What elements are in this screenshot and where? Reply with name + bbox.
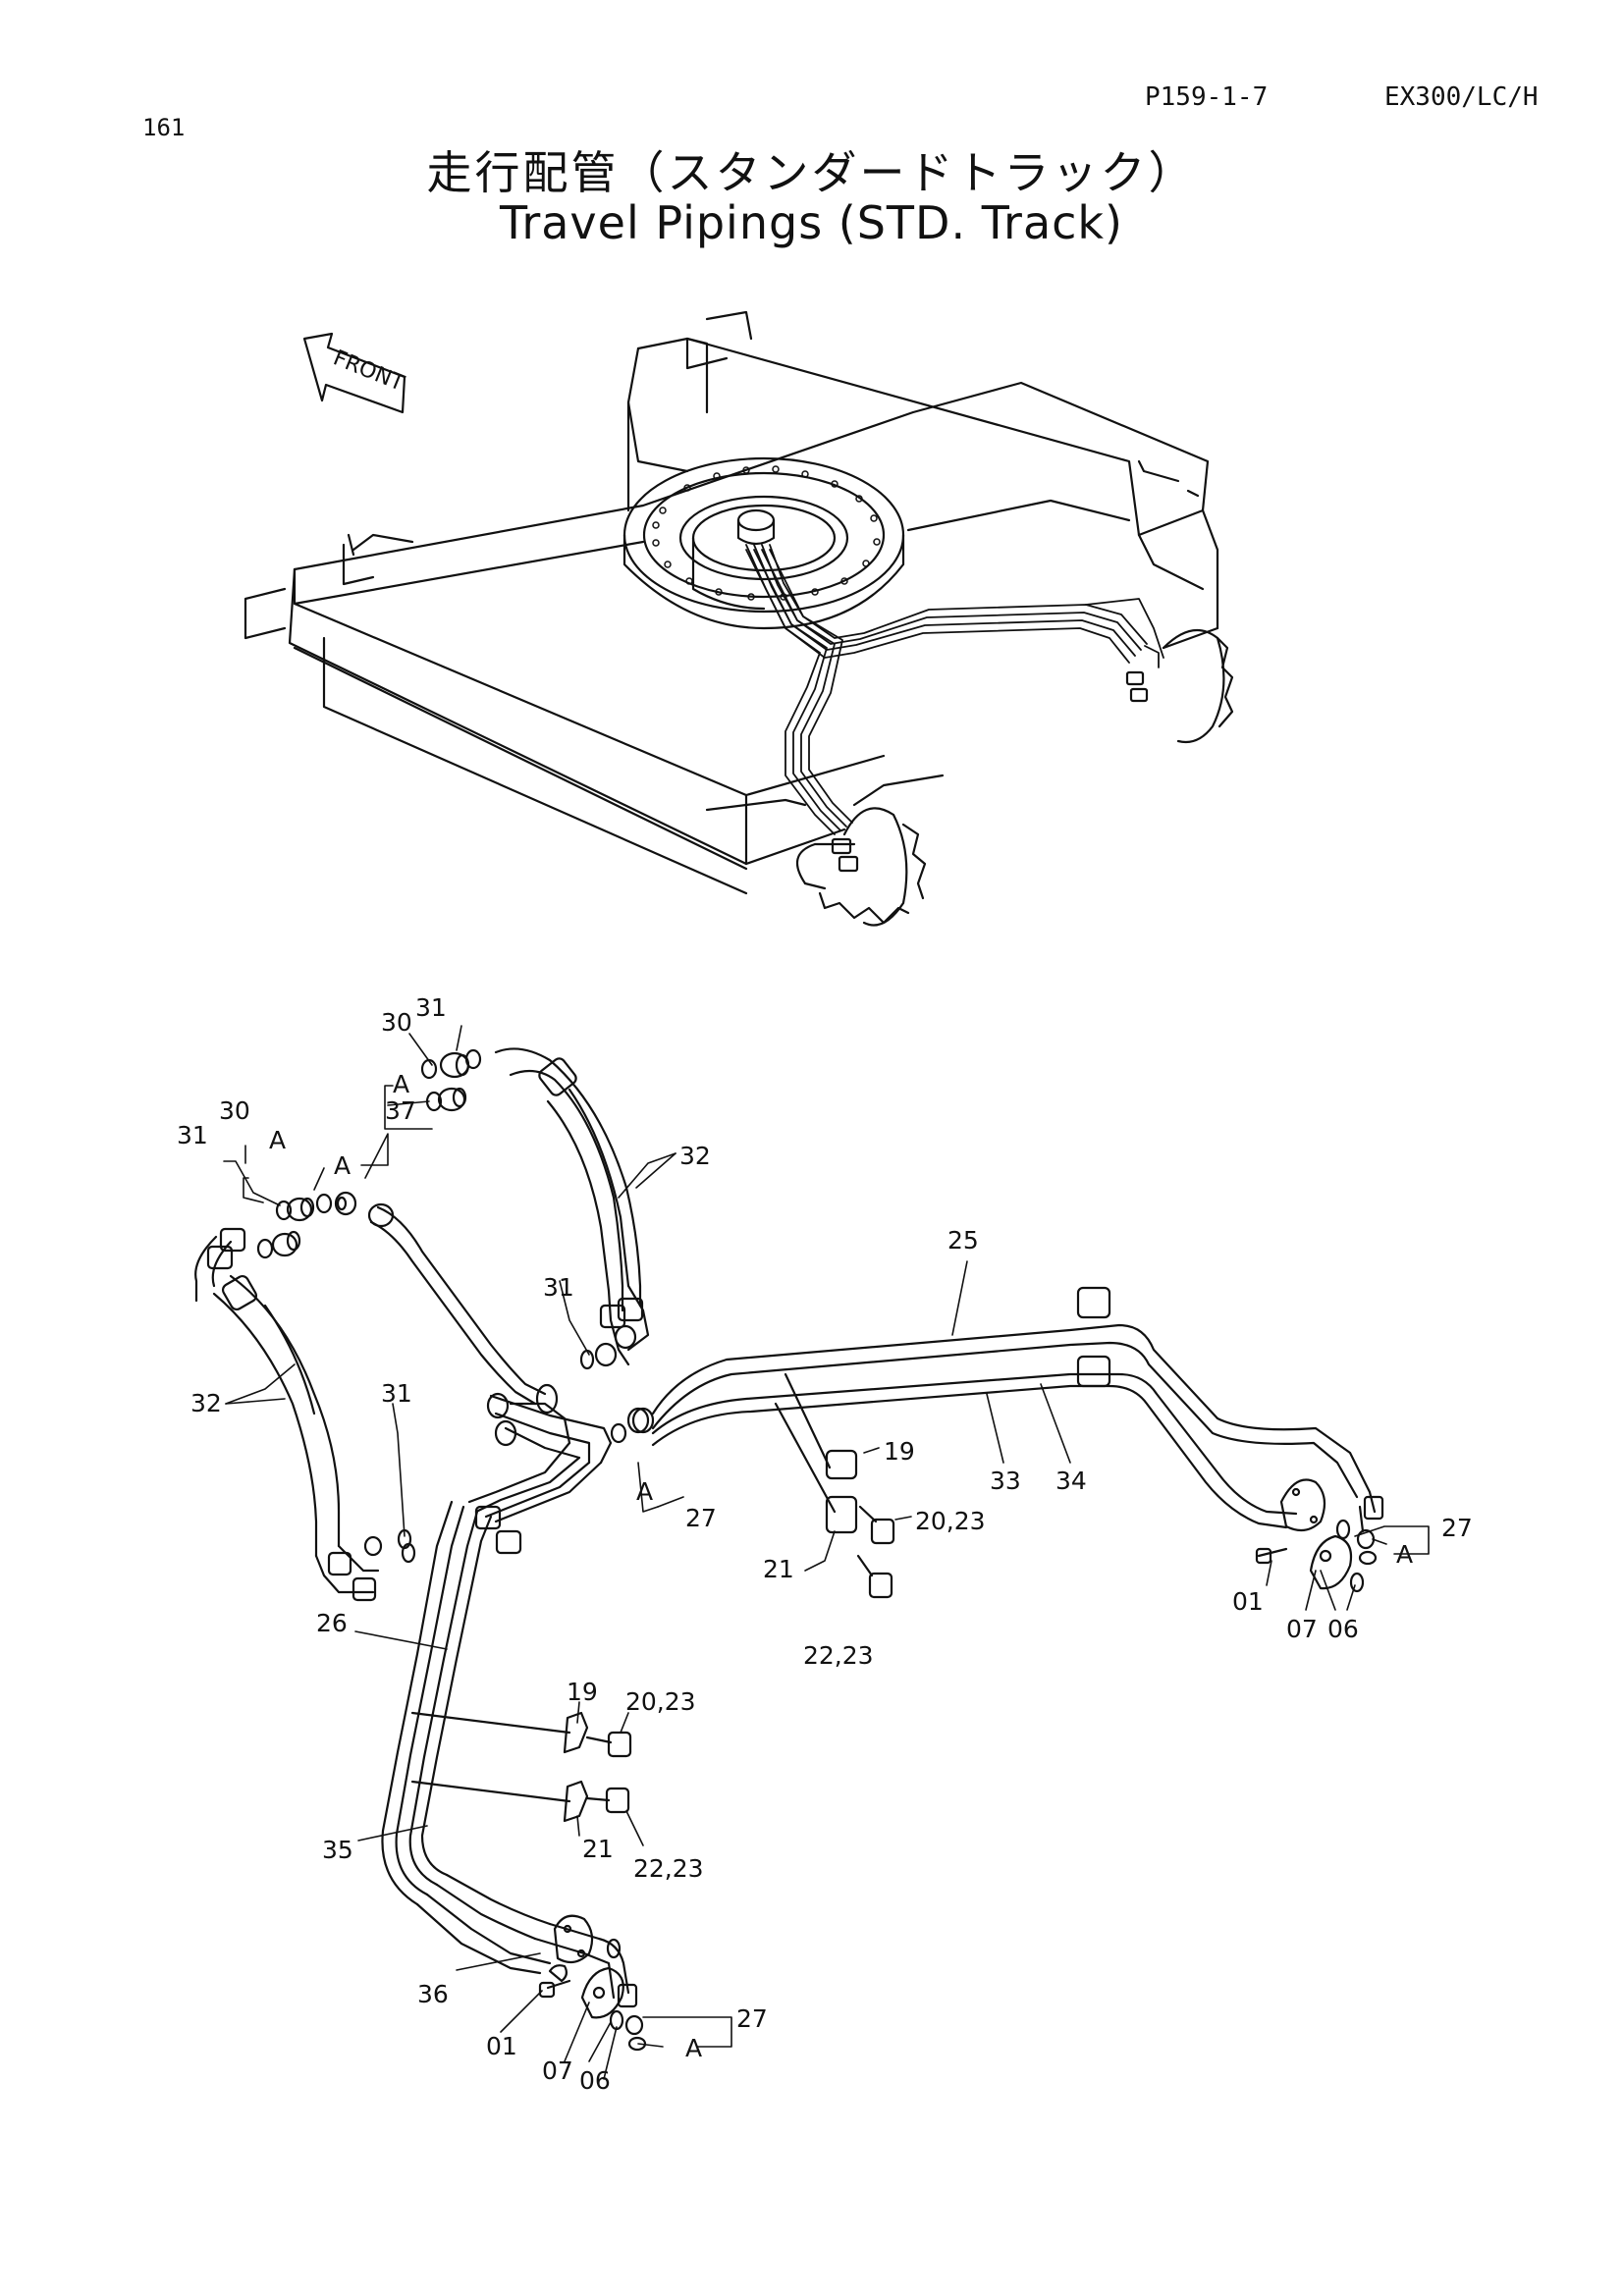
callout-36: 36	[417, 1980, 449, 2008]
exploded-diagram: 30 31 A 37 30 31 A A 32 32 31 31 25 A 27…	[177, 993, 1473, 2095]
callout-25: 25	[947, 1226, 979, 1255]
callout-21: 21	[582, 1835, 614, 1863]
overview-illustration: FRONT	[243, 310, 1234, 927]
front-arrow-icon: FRONT	[302, 332, 407, 414]
reference-code: P159-1-7	[1145, 82, 1269, 112]
callout-26: 26	[316, 1609, 348, 1637]
clamp-lower	[410, 1711, 632, 1823]
callout-32: 32	[679, 1142, 711, 1170]
title-english: Travel Pipings (STD. Track)	[499, 196, 1124, 249]
swing-bearing	[622, 456, 905, 630]
callout-06: 06	[1327, 1615, 1359, 1643]
pipes-25-33-34	[631, 1286, 1384, 1529]
callout-31: 31	[543, 1273, 574, 1302]
motor-flange-right	[1255, 1478, 1378, 1593]
callout-30: 30	[381, 1008, 412, 1037]
callout-a: A	[334, 1151, 351, 1180]
motor-flange-lower	[538, 1914, 647, 2052]
callout-a: A	[685, 2034, 702, 2062]
leader-lines	[223, 1025, 1430, 2080]
callout-32: 32	[190, 1389, 222, 1417]
model-code: EX300/LC/H	[1384, 82, 1539, 112]
overview-motor-right	[1125, 628, 1234, 744]
callout-01: 01	[1232, 1587, 1264, 1616]
pipe-upper-bend	[367, 1202, 559, 1415]
page-number: 161	[142, 114, 186, 141]
callout-a: A	[1396, 1540, 1413, 1569]
callout-31: 31	[381, 1379, 412, 1408]
callout-06: 06	[579, 2066, 611, 2095]
callout-22-23: 22,23	[803, 1641, 874, 1670]
hose-upper-right	[494, 1047, 650, 1366]
track-frame	[243, 310, 1219, 895]
callout-27: 27	[736, 2004, 768, 2033]
callout-a: A	[636, 1477, 653, 1506]
callout-35: 35	[322, 1836, 353, 1864]
fittings-center	[363, 1324, 650, 1564]
callout-07: 07	[542, 2056, 573, 2085]
title-japanese: 走行配管（スタンダードトラック）	[426, 146, 1197, 199]
hose-upper-left	[194, 1227, 380, 1602]
callout-31: 31	[415, 993, 447, 1022]
callout-37: 37	[385, 1096, 416, 1125]
callout-27: 27	[685, 1504, 717, 1532]
callout-21: 21	[763, 1555, 794, 1583]
callout-27: 27	[1441, 1514, 1473, 1542]
callout-labels: 30 31 A 37 30 31 A A 32 32 31 31 25 A 27…	[177, 993, 1473, 2095]
callout-31: 31	[177, 1121, 208, 1149]
callout-20-23: 20,23	[625, 1687, 696, 1716]
callout-01: 01	[486, 2032, 517, 2060]
callout-19: 19	[884, 1437, 915, 1466]
center-manifold	[467, 1392, 613, 1523]
fittings-top	[256, 1048, 482, 1259]
callout-19: 19	[567, 1678, 598, 1706]
callout-a: A	[393, 1070, 409, 1098]
callout-a: A	[269, 1126, 286, 1154]
pipes-26-35	[381, 1500, 638, 2008]
callout-33: 33	[990, 1467, 1021, 1495]
overview-sprocket-lower	[795, 807, 927, 927]
clamp-center	[774, 1372, 895, 1599]
callout-20-23: 20,23	[915, 1507, 986, 1535]
callout-30: 30	[219, 1096, 250, 1125]
overview-pipes	[745, 544, 1164, 835]
callout-07: 07	[1286, 1615, 1318, 1643]
callout-34: 34	[1055, 1467, 1087, 1495]
callout-22-23: 22,23	[633, 1854, 704, 1883]
